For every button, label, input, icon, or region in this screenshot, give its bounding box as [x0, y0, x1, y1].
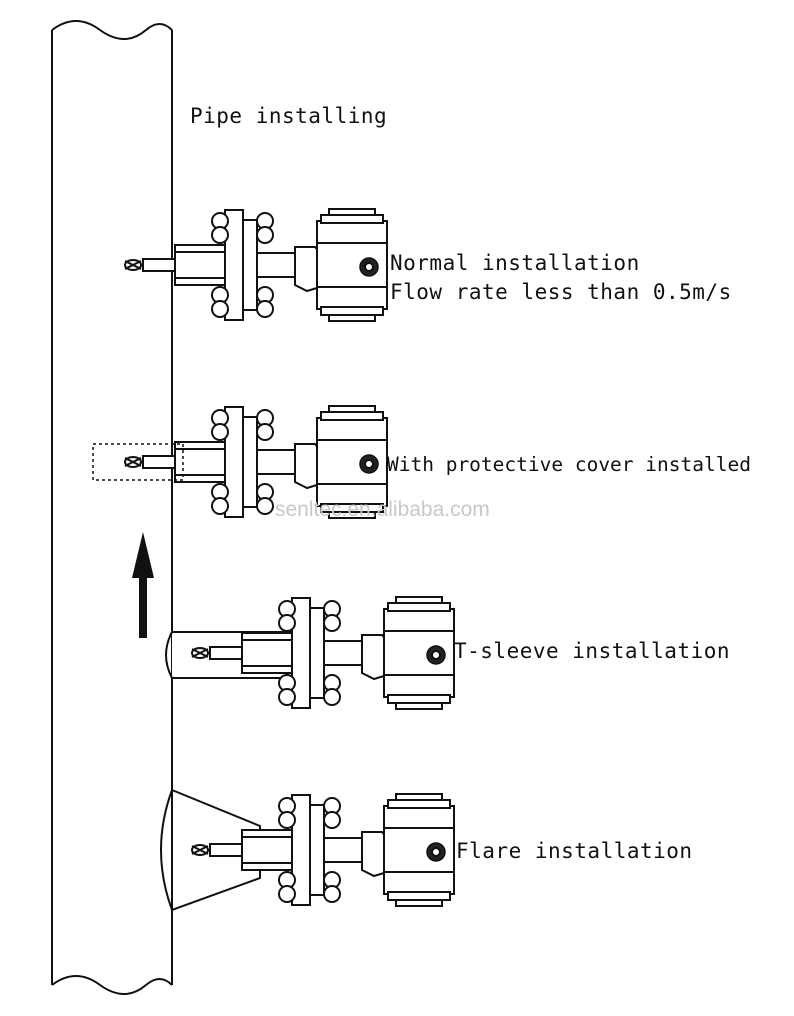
flow-rate-label: Flow rate less than 0.5m/s	[390, 280, 732, 304]
protective-cover-assembly	[92, 405, 388, 519]
pipe-installing-label: Pipe installing	[190, 104, 388, 128]
flow-arrow-icon	[132, 532, 154, 638]
t-sleeve-assembly	[191, 596, 455, 710]
protective-cover-label: With protective cover installed	[387, 453, 751, 476]
normal-installation-assembly	[124, 208, 388, 322]
normal-installation-label: Normal installation	[390, 251, 640, 275]
flare-installation-label: Flare installation	[456, 839, 693, 863]
t-sleeve-label: T-sleeve installation	[454, 639, 731, 663]
watermark: senltec.en.alibaba.com	[275, 498, 490, 521]
